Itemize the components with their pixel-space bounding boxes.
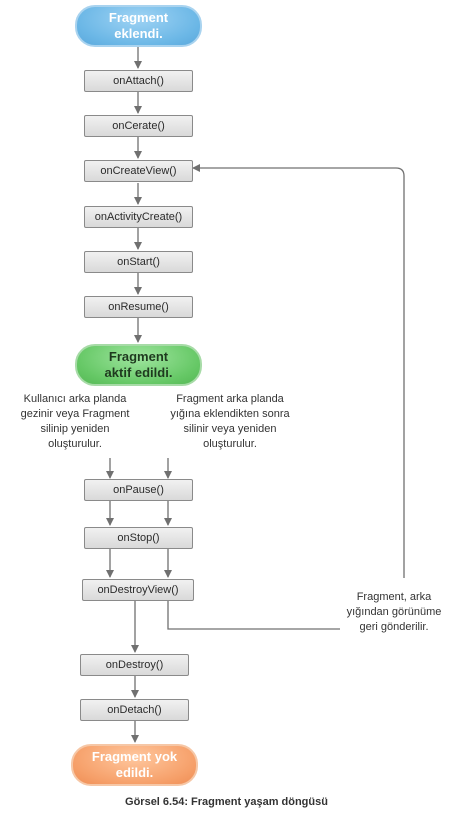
on-stop-step: onStop() bbox=[84, 527, 193, 549]
on-create-step: onCerate() bbox=[84, 115, 193, 137]
back-loop-connector bbox=[167, 601, 340, 630]
fragment-active-node: Fragment aktif edildi. bbox=[75, 344, 202, 386]
on-destroy-view-step: onDestroyView() bbox=[82, 579, 194, 601]
left-branch-note: Kullanıcı arka planda gezinir veya Fragm… bbox=[20, 393, 130, 450]
on-destroy-step: onDestroy() bbox=[80, 654, 189, 676]
back-loop-note: Fragment, arka yığından görünüme geri gö… bbox=[346, 591, 442, 633]
right-branch-note: Fragment arka planda yığına eklendikten … bbox=[170, 393, 290, 450]
on-activity-create-step: onActivityCreate() bbox=[84, 206, 193, 228]
on-attach-step: onAttach() bbox=[84, 70, 193, 92]
on-create-view-step: onCreateView() bbox=[84, 160, 193, 182]
on-pause-step: onPause() bbox=[84, 479, 193, 501]
on-resume-step: onResume() bbox=[84, 296, 193, 318]
back-loop-arrow-to-oncreateview bbox=[192, 164, 405, 578]
fragment-destroyed-node: Fragment yok edildi. bbox=[71, 744, 198, 786]
fragment-added-node: Fragment eklendi. bbox=[75, 5, 202, 47]
on-detach-step: onDetach() bbox=[80, 699, 189, 721]
on-start-step: onStart() bbox=[84, 251, 193, 273]
figure-caption: Görsel 6.54: Fragment yaşam döngüsü bbox=[125, 796, 328, 808]
